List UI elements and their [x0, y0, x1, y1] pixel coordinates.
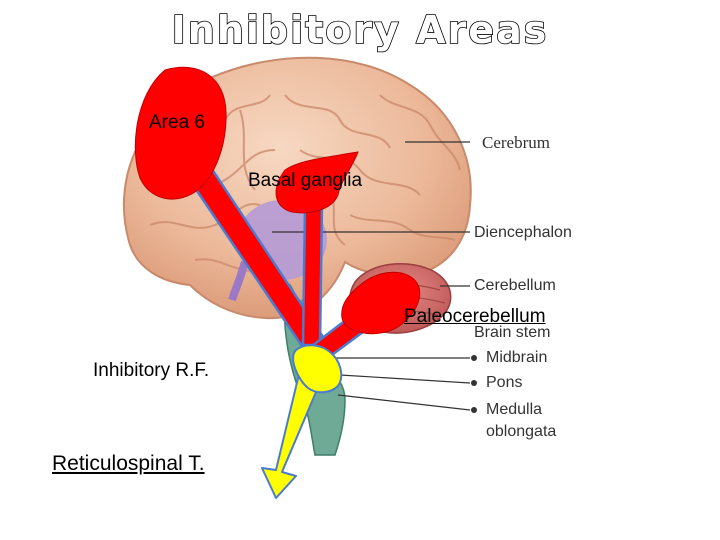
slide-title: Inhibitory Areas — [171, 7, 549, 53]
leader-bullets — [471, 355, 477, 413]
area6-region — [134, 66, 227, 200]
reticulospinal-arrow — [261, 369, 323, 499]
paleocerebellum-region — [341, 271, 421, 334]
reticulospinal-label: Reticulospinal T. — [52, 452, 205, 475]
pons-label: Pons — [486, 374, 523, 391]
area6-label: Area 6 — [149, 112, 205, 133]
cerebrum-label: Cerebrum — [482, 133, 550, 152]
midbrain-label: Midbrain — [486, 349, 548, 366]
inhibitory-rf-region — [292, 344, 343, 394]
basal-ganglia-region — [275, 151, 359, 214]
diencephalon-extension — [228, 260, 249, 302]
oblongata-label: oblongata — [486, 423, 557, 440]
medulla-label: Medulla — [486, 401, 543, 418]
inhibitory-rf-label: Inhibitory R.F. — [93, 360, 210, 381]
paleocerebellum-label: Paleocerebellum — [404, 306, 546, 327]
cerebellum-label: Cerebellum — [474, 277, 556, 294]
basal-ganglia-label: Basal ganglia — [248, 170, 363, 191]
brain-stem-label: Brain stem — [474, 324, 551, 341]
basal-ganglia-arrow — [301, 203, 324, 347]
diencephalon-label: Diencephalon — [474, 224, 572, 241]
